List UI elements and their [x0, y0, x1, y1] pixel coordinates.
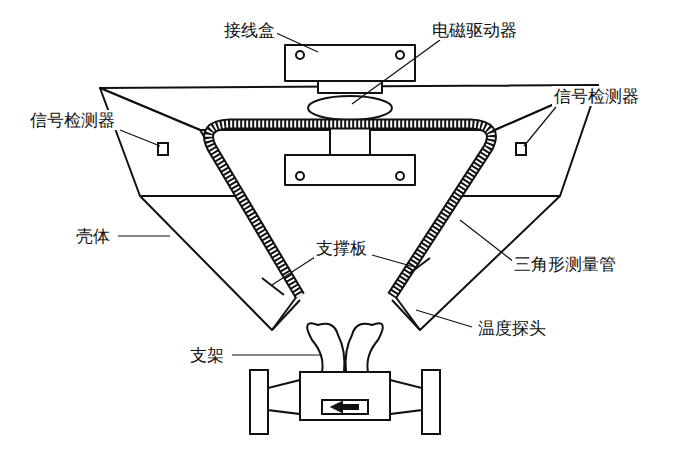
part-label: 信号检测器 [552, 86, 641, 106]
leader-line [416, 310, 472, 327]
leader-line [352, 40, 440, 104]
leader-line [232, 354, 322, 355]
flow-arrow [332, 402, 358, 412]
pipe-cone [268, 380, 300, 414]
junction-box [285, 45, 415, 81]
screw-hole [296, 51, 304, 59]
screw-hole [396, 172, 404, 180]
leader-line [118, 235, 170, 236]
lower-plate [285, 155, 415, 185]
screw-hole [396, 51, 404, 59]
leader-line [372, 255, 418, 268]
leader-line [460, 220, 514, 262]
measuring-tube [209, 124, 492, 296]
part-label: 温度探头 [476, 318, 548, 338]
leader-line [120, 130, 160, 146]
leader-line [274, 32, 318, 52]
housing-edge [272, 300, 300, 330]
housing-edge [140, 195, 236, 197]
bracket [346, 323, 383, 372]
housing-edge [460, 195, 560, 197]
part-label: 电磁驱动器 [430, 20, 519, 40]
part-label: 接线盒 [222, 20, 277, 40]
part-label: 壳体 [74, 226, 112, 246]
part-label: 支撑板 [314, 238, 369, 258]
housing-edge [392, 300, 420, 330]
support-plate [410, 258, 430, 273]
flange [250, 370, 268, 434]
driver-neck [318, 81, 382, 93]
signal-sensor [158, 143, 168, 155]
support-plate [262, 278, 284, 295]
leader-line [272, 255, 318, 285]
part-label: 信号检测器 [28, 110, 117, 130]
part-label: 支架 [188, 345, 226, 365]
electromagnetic-driver [308, 96, 392, 120]
leader-line [524, 107, 556, 146]
tube-hatch [209, 124, 492, 296]
pipe-cone [390, 380, 422, 414]
screw-hole [296, 172, 304, 180]
flow-arrow-box [322, 400, 368, 414]
part-label: 三角形测量管 [512, 254, 618, 274]
bracket [307, 323, 344, 372]
pipe-body [300, 372, 390, 420]
flange [422, 370, 440, 434]
